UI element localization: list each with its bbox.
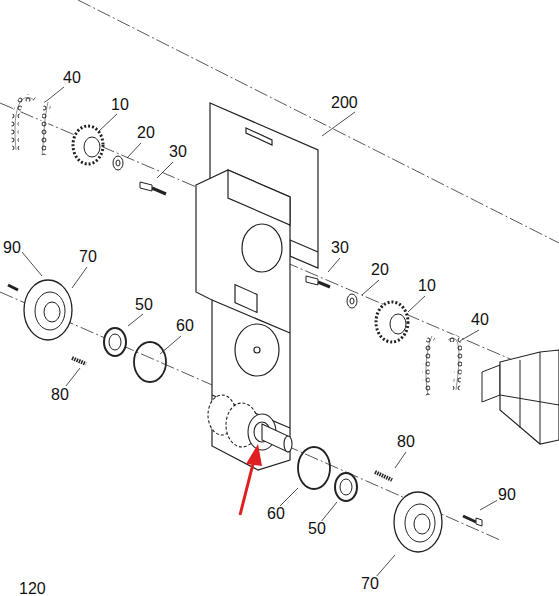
callout-number: 60 (175, 318, 195, 334)
callout-number: 40 (62, 70, 82, 86)
center-lines (0, 0, 559, 540)
callout-number: 70 (78, 249, 98, 265)
callout-number: 200 (330, 95, 359, 111)
callout-number: 50 (307, 521, 327, 537)
callout-number: 30 (168, 144, 188, 160)
right-drive-parts (306, 276, 559, 444)
callout-number: 40 (470, 312, 490, 328)
bracket-frame (196, 103, 318, 470)
left-drive-parts (15, 97, 166, 194)
pointer-arrow (240, 444, 262, 515)
callout-number: 90 (497, 487, 517, 503)
callout-number: 10 (417, 278, 437, 294)
right-bearing-parts (298, 447, 482, 552)
drive-shaft-assembly (208, 395, 292, 452)
callout-number: 50 (134, 297, 154, 313)
callout-number: 80 (50, 387, 70, 403)
callout-number: 30 (330, 240, 350, 256)
callout-number: 80 (396, 434, 416, 450)
callout-number: 10 (110, 97, 130, 113)
callout-number: 70 (360, 576, 380, 592)
callout-number: 90 (2, 240, 22, 256)
leader-lines (22, 87, 503, 578)
callout-number: 120 (18, 581, 47, 596)
callout-number: 20 (370, 262, 390, 278)
left-bearing-parts (8, 280, 166, 382)
callout-number: 20 (136, 125, 156, 141)
callout-number: 60 (266, 506, 286, 522)
